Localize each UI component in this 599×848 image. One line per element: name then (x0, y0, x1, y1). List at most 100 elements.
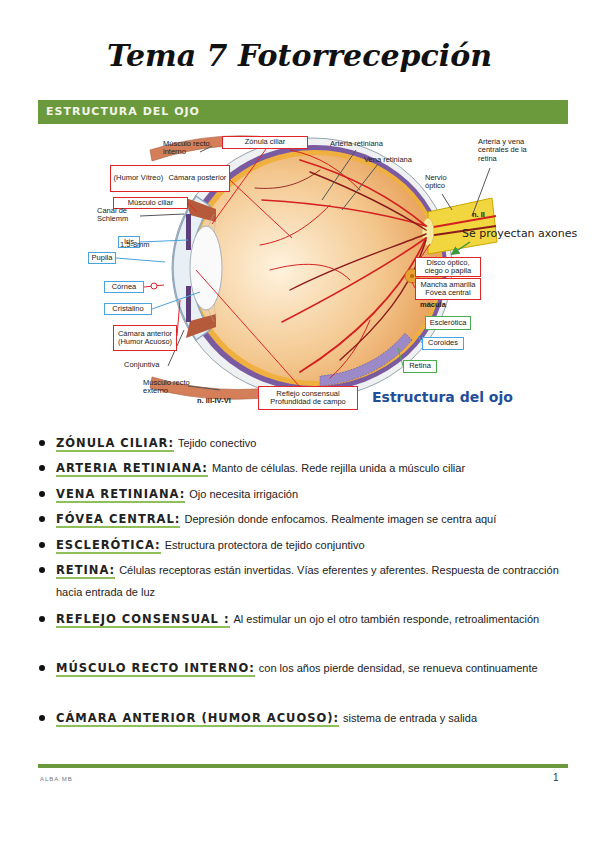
part-label: n. II (472, 211, 502, 219)
box-text: Fóvea central (423, 289, 472, 297)
box-text: Reflejo consensual Profundidad de campo (259, 390, 357, 407)
box-text: ESTRUCTURA DEL OJO (44, 106, 202, 118)
artery (282, 238, 426, 322)
term-definition: Manto de células. Rede rejilla unida a m… (212, 462, 465, 474)
term-definition: sistema de entrada y salida (343, 712, 477, 724)
part-label: Canal de Schlemm (97, 207, 141, 224)
bullet-item: ESCLERÓTICA:Estructura protectora de tej… (56, 534, 571, 556)
footer-text: ALBA MB (40, 776, 120, 783)
leader-line (116, 258, 165, 262)
artery (330, 320, 370, 378)
label-box: Coroides (422, 337, 464, 350)
term-heading: RETINA: (56, 563, 115, 579)
fovea-center (410, 274, 414, 278)
part-label: Músculo recto interno (163, 140, 211, 157)
page-title: Tema 7 Fotorrecepción (0, 38, 599, 73)
leader-line (188, 386, 220, 390)
lens (190, 226, 222, 310)
bullet-item: CÁMARA ANTERIOR (HUMOR ACUOSO):sistema d… (56, 707, 571, 729)
bullet-item: VENA RETINIANA: Ojo necesita irrigación (56, 483, 571, 505)
label-box: Esclerótica (425, 316, 471, 330)
bullet-item: ARTERIA RETINIANA: Manto de células. Rede… (56, 457, 571, 479)
part-label: Conjuntiva (124, 361, 174, 369)
term-definition: Depresión donde enfocamos. Realmente ima… (184, 513, 496, 525)
term-heading: REFLEJO CONSENSUAL : (56, 612, 230, 628)
part-label: Arteria y vena centrales de la retina (478, 138, 540, 163)
bullet-dot (39, 616, 45, 622)
label-box: Mancha amarillaFóvea central (415, 278, 481, 300)
leader-line (177, 300, 180, 336)
artery (270, 264, 350, 280)
box-text: Cámara anterior (Humor Acuoso) (114, 330, 176, 347)
bullets (39, 440, 45, 721)
box-text: Córnea (110, 283, 139, 291)
leader-line (342, 164, 378, 210)
part-label: n. III-IV-VI (197, 397, 257, 405)
artery (262, 200, 426, 226)
leader-line (322, 150, 356, 200)
part-label: 1,5-8mm (120, 241, 160, 249)
part-label: Se proyectan axones (462, 228, 592, 240)
term-definition: Ojo necesita irrigación (189, 488, 298, 500)
leader-line (230, 180, 292, 238)
part-label: Músculo recto externo (143, 379, 191, 396)
leader-line (152, 292, 200, 309)
fiber (208, 214, 214, 227)
fiber (214, 304, 216, 318)
leader-marker (151, 283, 157, 289)
green-arrow (452, 242, 470, 254)
term-definition: Tejido conectivo (178, 437, 256, 449)
part-label: Estructura del ojo (372, 390, 532, 405)
term-heading: MÚSCULO RECTO INTERNO: (56, 661, 255, 677)
leader-line (442, 194, 452, 210)
leader-line (196, 270, 300, 387)
label-box: Córnea (104, 281, 144, 293)
term-heading: VENA RETINIANA: (56, 487, 185, 503)
box-text: Cámara posterior (166, 174, 228, 182)
bullet-dot (39, 516, 45, 522)
part-label: mácula (420, 301, 460, 309)
box-text: Zónula ciliar (243, 138, 287, 146)
artery (260, 205, 330, 245)
choroid-cutaway (320, 333, 412, 386)
bullet-dot (39, 542, 45, 548)
label-box: Cámara anterior (Humor Acuoso) (113, 325, 177, 351)
term-definition: con los años pierde densidad, se renueva… (259, 662, 538, 674)
box-text: Mancha amarilla (418, 281, 477, 289)
box-text: Esclerótica (428, 319, 469, 327)
term-heading: ZÓNULA CILIAR: (56, 436, 174, 452)
leader-line (188, 203, 197, 212)
section-band: ESTRUCTURA DEL OJO (38, 100, 568, 124)
term-definition: Estructura protectora de tejido conjunti… (165, 539, 365, 551)
bullet-item: FÓVEA CENTRAL:Depresión donde enfocamos.… (56, 508, 571, 530)
box-text: Coroides (426, 339, 460, 347)
box-text: Músculo ciliar (126, 199, 175, 207)
part-label: Nervio óptico (425, 174, 461, 191)
retinal-vessels (255, 150, 426, 378)
artery (290, 150, 360, 190)
iris-top (186, 214, 191, 250)
bullet-item: RETINA:Células receptoras están invertid… (56, 559, 571, 603)
leader-line (472, 168, 490, 216)
vein (310, 172, 426, 230)
label-box: Reflejo consensual Profundidad de campo (258, 386, 358, 410)
bullet-item: REFLEJO CONSENSUAL :Al estimular un ojo … (56, 608, 571, 630)
zonule-fibers (208, 214, 216, 322)
bullet-dot (39, 440, 45, 446)
bullet-dot (39, 491, 45, 497)
bullet-dot (39, 567, 45, 573)
bullet-dot (39, 465, 45, 471)
footer-rule (38, 764, 568, 768)
bullet-dot (39, 665, 45, 671)
vein (255, 170, 320, 188)
central-artery (428, 216, 496, 228)
label-box: Cristalino (104, 303, 152, 315)
box-text: Cristalino (110, 305, 145, 313)
bullet-item: MÚSCULO RECTO INTERNO: con los años pierd… (56, 657, 571, 679)
term-definition: Células receptoras están invertidas. Vía… (56, 564, 559, 598)
box-text: Pupila (90, 254, 115, 262)
leader-line (140, 214, 184, 216)
footer-text: 1 (553, 772, 573, 783)
box-text: (Humor Vítreo) (112, 174, 166, 182)
term-heading: ARTERIA RETINIANA: (56, 461, 208, 477)
